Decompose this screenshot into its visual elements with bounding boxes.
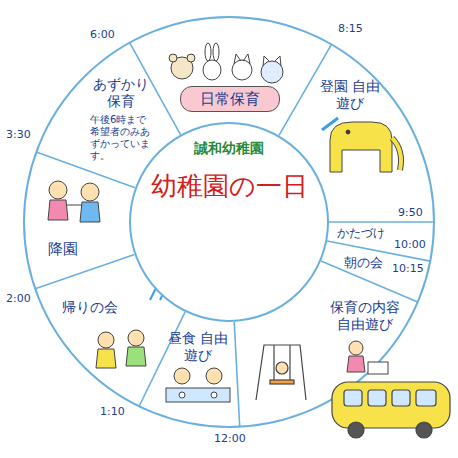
outer-ring <box>24 17 434 427</box>
activity-label: かたづけ <box>332 226 390 240</box>
node-note: 午後6時まで希望者のみあずかっています。 <box>86 114 156 162</box>
elephant-slide <box>322 118 401 172</box>
node-title: かたづけ <box>332 226 390 240</box>
swing <box>256 345 306 400</box>
node-title: 誠和幼稚園 <box>131 140 327 157</box>
activity-label: 帰りの会 <box>58 299 122 316</box>
center-circle: 誠和幼稚園幼稚園の一日 <box>129 122 329 322</box>
activity-label: 降園 <box>42 240 84 258</box>
node-title: 日常保育 <box>185 90 275 108</box>
children-walking <box>48 181 100 222</box>
time-label: 8:15 <box>338 22 363 35</box>
node-title: 降園 <box>42 240 84 258</box>
time-label: 1:10 <box>100 405 125 418</box>
node-title: 帰りの会 <box>58 299 122 316</box>
time-label: 3:30 <box>6 128 31 141</box>
sector-lines <box>35 43 434 427</box>
node-title: あずかり 保育 <box>86 76 156 110</box>
time-label: 10:00 <box>394 238 426 251</box>
sector-line <box>329 221 434 223</box>
child-drawing <box>347 341 388 374</box>
time-label: 12:00 <box>214 432 246 445</box>
sector-line <box>36 152 135 188</box>
school-bus <box>332 382 450 438</box>
sector-line <box>234 322 239 427</box>
activity-band: 日常保育 <box>180 86 280 112</box>
activity-label: 登園 自由遊び <box>318 78 382 112</box>
node-title: 保育の内容 自由遊び <box>327 299 403 333</box>
time-label: 2:00 <box>6 292 31 305</box>
lunch-table <box>166 368 230 402</box>
children-singing <box>96 330 146 368</box>
activity-label: 保育の内容 自由遊び <box>327 299 403 333</box>
sector-line <box>35 255 134 289</box>
time-label: 9:50 <box>398 206 423 219</box>
activity-label: 朝の会 <box>340 255 386 271</box>
activity-label: あずかり 保育午後6時まで希望者のみあずかっています。 <box>86 76 156 162</box>
node-title: 朝の会 <box>340 255 386 271</box>
time-label: 10:15 <box>392 262 424 275</box>
node-note: 幼稚園の一日 <box>131 171 327 202</box>
animal-figures <box>169 43 283 83</box>
time-label: 6:00 <box>90 28 115 41</box>
activity-label: 昼食 自由遊び <box>166 330 230 364</box>
node-title: 昼食 自由遊び <box>166 330 230 364</box>
node-title: 登園 自由遊び <box>318 78 382 112</box>
